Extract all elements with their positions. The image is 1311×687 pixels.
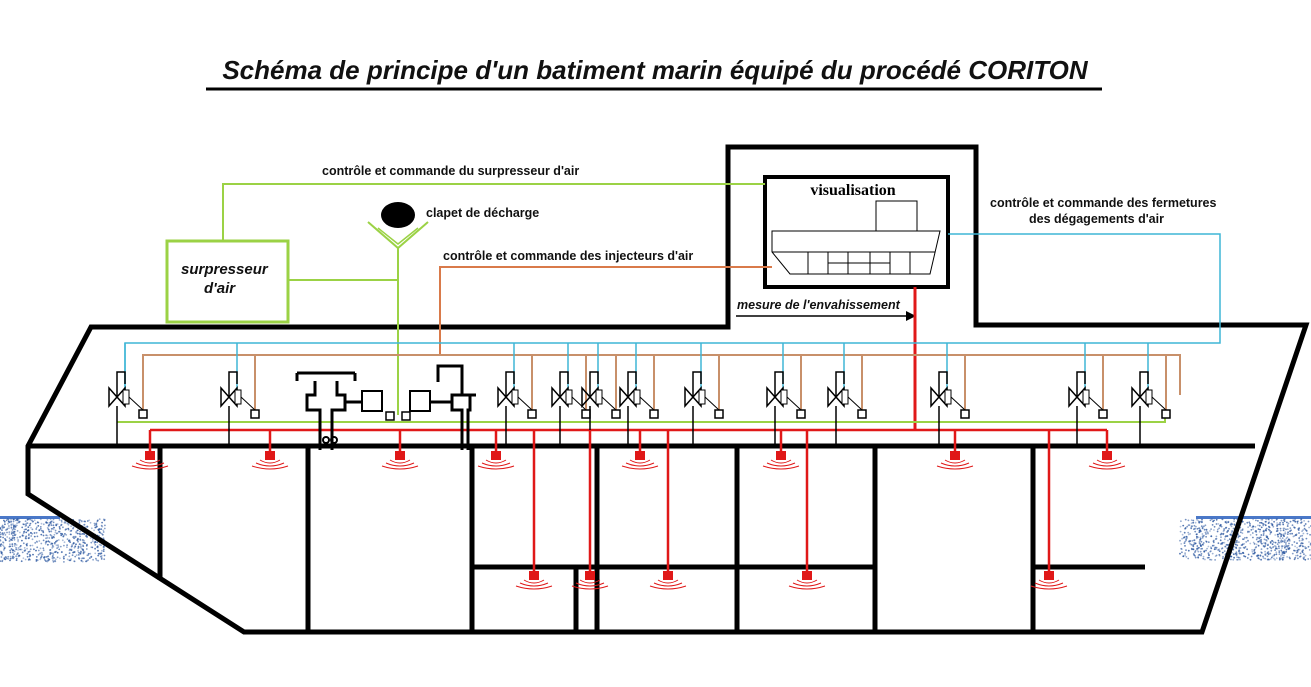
brown-header-line (142, 354, 1181, 414)
visualisation-screen: visualisation (763, 175, 950, 289)
vent-control-label-2: des dégagements d'air (1029, 212, 1164, 226)
air-injector-icon (936, 430, 974, 470)
injector-control-label: contrôle et commande des injecteurs d'ai… (443, 249, 693, 263)
air-injector-icon (251, 430, 289, 470)
water-left (0, 516, 106, 563)
air-injector-icon (649, 430, 687, 590)
supercharger-label-1: surpresseur (181, 261, 269, 278)
vent-valve-icon (497, 343, 537, 446)
air-injector-icon (1088, 430, 1126, 470)
supercharger-control-line (222, 183, 765, 415)
control-box (401, 411, 411, 421)
air-injector-icon (381, 430, 419, 470)
air-injector-icon (477, 430, 515, 470)
vent-valve-icon (930, 343, 970, 446)
air-injector-icon (762, 430, 800, 470)
control-box (385, 411, 395, 421)
injector-control-line (439, 266, 772, 355)
supercharger-control-label: contrôle et commande du surpresseur d'ai… (322, 164, 579, 178)
relief-valve: clapet de décharge (367, 202, 539, 250)
air-injector-icon (515, 430, 553, 590)
vent-control-label-1: contrôle et commande des fermetures (990, 196, 1217, 210)
green-deck-line (117, 415, 1166, 423)
supercharger-label-2: d'air (204, 280, 236, 297)
air-pump-left (295, 371, 383, 450)
vent-valve-icon (827, 343, 867, 446)
air-injector-icon (571, 430, 609, 590)
vent-valve-icon (619, 343, 659, 446)
air-injector-icon (788, 430, 826, 590)
relief-valve-label: clapet de décharge (426, 206, 539, 220)
vent-valve-icon (220, 343, 260, 446)
vent-valve-icon (1068, 343, 1108, 446)
air-injector-icon (1030, 430, 1068, 590)
air-pump-right (409, 364, 476, 450)
vent-valve-icon (551, 343, 591, 446)
vent-valve-icon (684, 343, 724, 446)
vent-valve-icon (108, 343, 148, 446)
diagram-title: Schéma de principe d'un batiment marin é… (222, 55, 1089, 85)
mini-ship-icon (771, 200, 941, 275)
vent-valve-icon (766, 343, 806, 446)
air-injector-icon (621, 430, 659, 470)
relief-valve-icon (381, 202, 415, 228)
water-right (1179, 516, 1311, 561)
air-injectors (131, 430, 1126, 590)
flooding-measure-label: mesure de l'envahissement (737, 298, 901, 312)
visualisation-label: visualisation (810, 182, 895, 199)
supercharger-box: surpresseur d'air (165, 239, 290, 324)
air-injector-icon (131, 430, 169, 470)
vent-valve-icon (1131, 343, 1171, 446)
flooding-measure: mesure de l'envahissement (736, 287, 917, 430)
hull-outline (25, 144, 1310, 635)
